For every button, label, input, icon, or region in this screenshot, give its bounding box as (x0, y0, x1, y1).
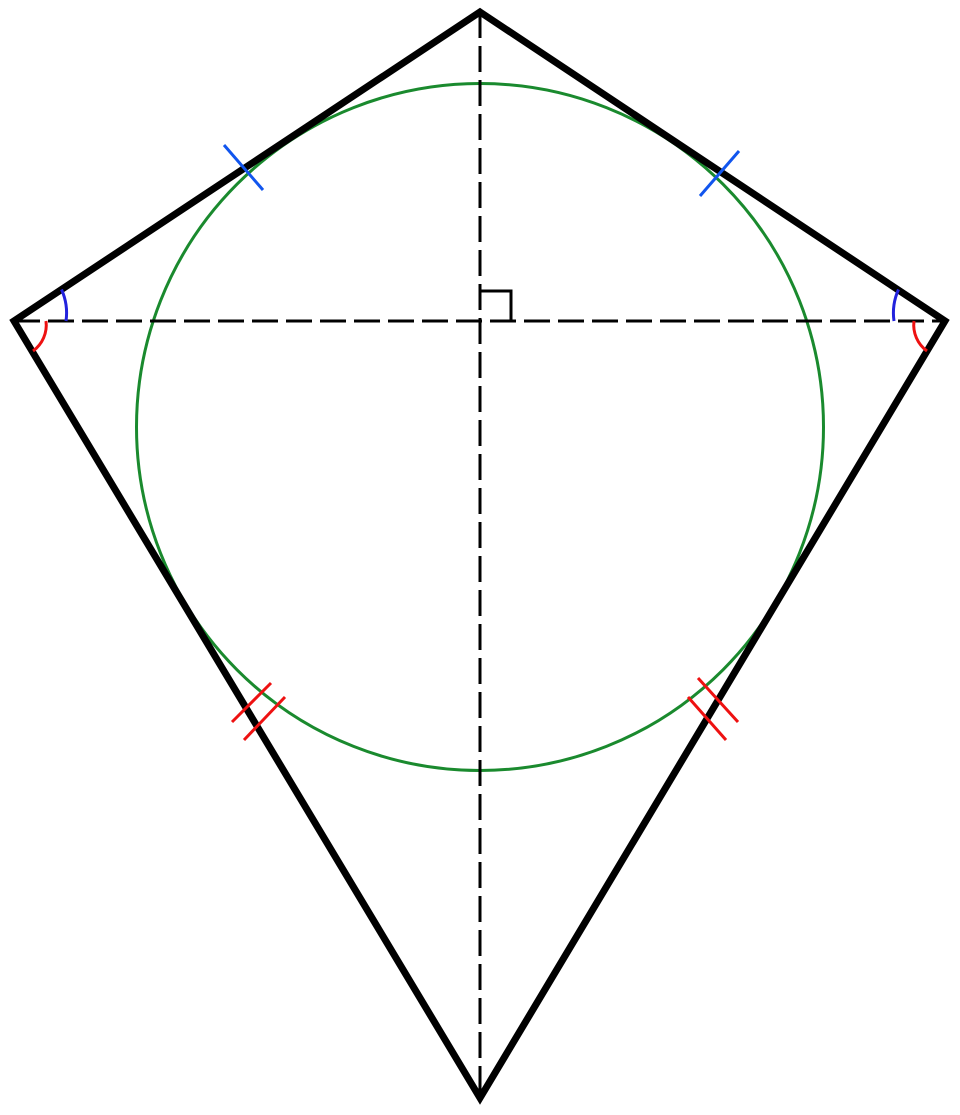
lower-right-side-tick-2 (696, 676, 740, 724)
lower-left-side-tick-2 (242, 695, 287, 742)
kite-outline (9, 7, 950, 1105)
right-lower-angle-arc (912, 320, 928, 353)
right-angle-mark (480, 289, 513, 321)
left-upper-angle-arc (60, 288, 69, 322)
upper-left-side-tick (222, 144, 265, 191)
lower-right-side-tick-1 (686, 696, 728, 741)
lower-left-side-tick-1 (230, 681, 273, 724)
upper-right-side-tick (698, 150, 741, 197)
right-upper-angle-arc (891, 288, 900, 322)
left-lower-angle-arc (32, 320, 48, 353)
